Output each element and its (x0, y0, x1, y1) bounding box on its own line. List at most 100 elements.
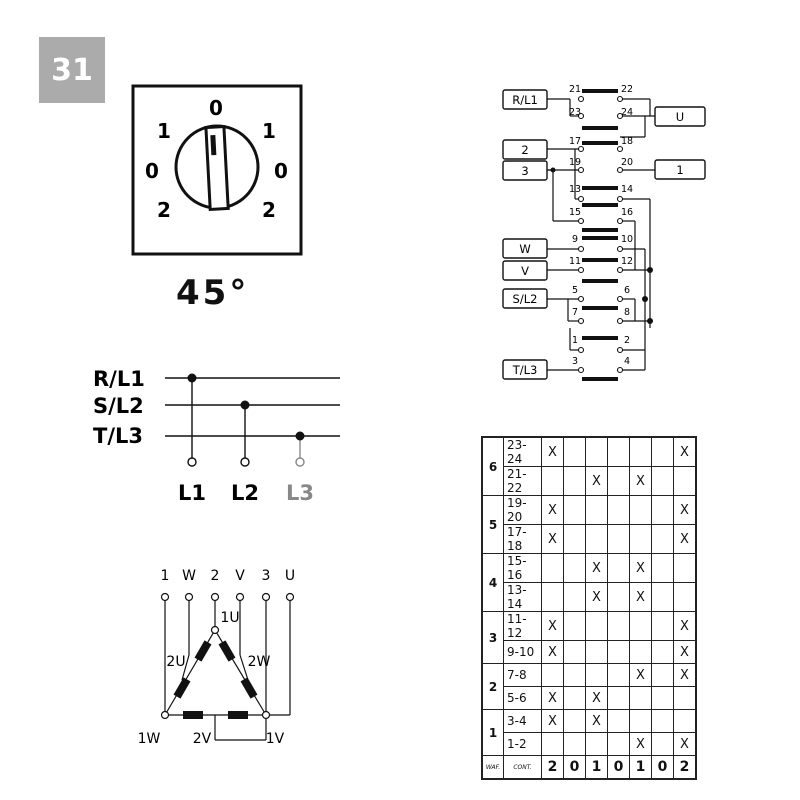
contact-state-cell (585, 495, 608, 525)
position-code: 2 (541, 755, 564, 780)
contact-pair: 9-10 (503, 640, 542, 664)
contact-state-cell (629, 686, 652, 710)
contact-state-cell: X (541, 524, 564, 554)
contact-state-cell (629, 611, 652, 641)
winding-1w: 1W (138, 731, 161, 747)
contact-state-cell (629, 495, 652, 525)
contact-state-cell (629, 640, 652, 664)
contact-pair: 1-2 (503, 732, 542, 756)
contact-state-cell: X (541, 495, 564, 525)
contact-state-cell (607, 466, 630, 496)
svg-text:1: 1 (572, 335, 578, 346)
svg-text:23: 23 (569, 107, 581, 118)
wafer-header: WAF. (481, 755, 504, 780)
contact-state-cell (541, 663, 564, 687)
position-code: 0 (651, 755, 674, 780)
svg-text:7: 7 (572, 307, 578, 318)
position-code: 2 (673, 755, 697, 780)
contact-state-cell (563, 436, 586, 467)
position-code: 0 (563, 755, 586, 780)
input-label-s: S/L2 (93, 394, 144, 418)
motor-terminal-3: 3 (262, 568, 271, 584)
contact-state-cell: X (585, 582, 608, 612)
motor-terminal-2: 2 (211, 568, 220, 584)
contact-state-cell (651, 582, 674, 612)
output-label-l1: L1 (178, 481, 206, 505)
diagram-number-badge: 31 (39, 37, 105, 103)
motor-terminal-w: W (182, 568, 196, 584)
contact-state-cell (585, 436, 608, 467)
contact-state-cell (563, 582, 586, 612)
contact-state-cell: X (629, 466, 652, 496)
dial-pointer (204, 125, 230, 211)
contact-state-cell (651, 611, 674, 641)
contact-state-cell (673, 466, 697, 496)
svg-text:24: 24 (621, 107, 633, 118)
terminal-l2 (240, 457, 250, 467)
dial-position-left-2: 2 (157, 198, 171, 222)
contact-state-cell (563, 611, 586, 641)
contact-state-cell (651, 553, 674, 583)
position-code: 1 (585, 755, 608, 780)
contact-state-cell (563, 553, 586, 583)
output-label-l3: L3 (286, 481, 314, 505)
svg-text:6: 6 (624, 285, 630, 296)
contact-state-cell (607, 663, 630, 687)
contact-state-cell: X (585, 686, 608, 710)
svg-text:13: 13 (569, 184, 581, 195)
contact-state-cell (673, 709, 697, 733)
label-v: V (521, 264, 529, 278)
line-diagram: R/L1 S/L2 T/L3 L1 L2 L3 (93, 367, 340, 505)
contact-state-cell (673, 686, 697, 710)
contact-state-cell (563, 732, 586, 756)
output-label-l2: L2 (231, 481, 259, 505)
contact-state-cell (563, 709, 586, 733)
contact-state-cell: X (629, 663, 652, 687)
contact-pair: 19-20 (503, 495, 542, 525)
svg-text:15: 15 (569, 207, 581, 218)
contact-pair: 3-4 (503, 709, 542, 733)
svg-text:20: 20 (621, 157, 633, 168)
contact-state-cell (607, 553, 630, 583)
label-u: U (676, 110, 684, 124)
motor-terminal-v: V (235, 568, 245, 584)
contact-state-cell (607, 640, 630, 664)
contact-state-cell: X (629, 732, 652, 756)
contact-state-cell: X (673, 640, 697, 664)
junction-l3 (295, 431, 305, 441)
dial-position-left-1: 1 (157, 119, 171, 143)
contact-state-cell: X (673, 436, 697, 467)
svg-text:17: 17 (569, 136, 581, 147)
input-label-r: R/L1 (93, 367, 145, 391)
svg-text:22: 22 (621, 84, 633, 95)
contact-state-cell: X (541, 640, 564, 664)
contact-state-cell (651, 640, 674, 664)
contact-state-cell (673, 582, 697, 612)
label-1: 1 (676, 163, 683, 177)
junction-l1 (187, 373, 197, 383)
terminal-l3 (295, 457, 305, 467)
contact-pair: 11-12 (503, 611, 542, 641)
dial-position-left-0: 0 (145, 159, 159, 183)
label-s-l2: S/L2 (513, 292, 538, 306)
position-code: 0 (607, 755, 630, 780)
contact-state-cell: X (585, 466, 608, 496)
contact-state-cell (585, 524, 608, 554)
junction-l2 (240, 400, 250, 410)
contact-state-cell (563, 495, 586, 525)
winding-1v: 1V (266, 731, 285, 747)
input-label-t: T/L3 (93, 424, 143, 448)
contact-state-cell (541, 466, 564, 496)
contact-state-cell: X (541, 686, 564, 710)
wafer-number: 6 (481, 436, 504, 496)
